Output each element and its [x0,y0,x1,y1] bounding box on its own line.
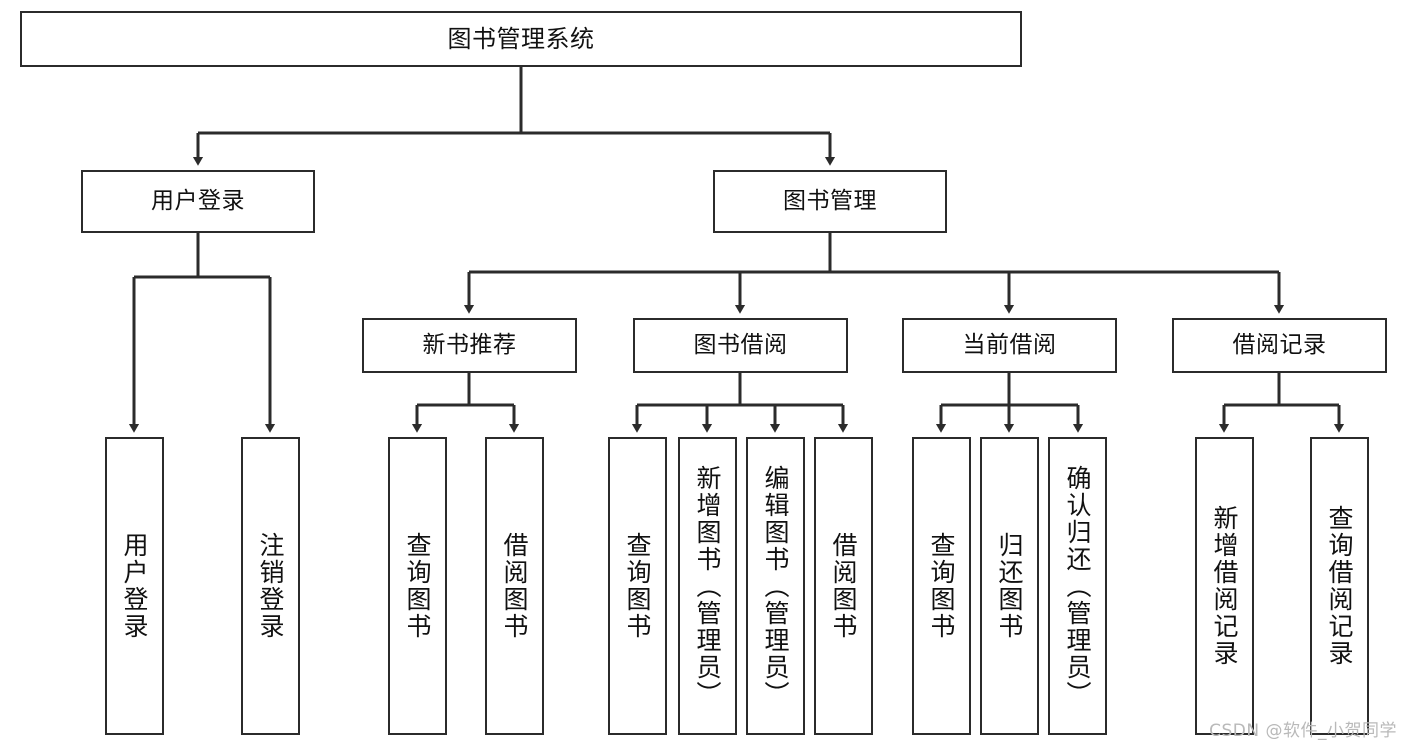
node-label: 图书管理 [783,187,877,214]
node-root-book-management-system[interactable]: 图书管理系统 [20,11,1022,67]
node-label: 借阅图书 [500,532,529,640]
node-current-borrow[interactable]: 当前借阅 [902,318,1117,373]
node-book-management[interactable]: 图书管理 [713,170,947,233]
node-label: 当前借阅 [962,331,1057,358]
leaf-borrow-book[interactable]: 借阅图书 [814,437,873,735]
leaf-query-book-recommend[interactable]: 查询图书 [388,437,447,735]
leaf-logout-login[interactable]: 注销登录 [241,437,300,735]
node-user-login[interactable]: 用户登录 [81,170,315,233]
node-label: 用户登录 [120,532,149,640]
node-book-borrow[interactable]: 图书借阅 [633,318,848,373]
leaf-return-book[interactable]: 归还图书 [980,437,1039,735]
node-label: 借阅记录 [1232,331,1327,358]
node-label: 编辑图书（管理员） [761,464,790,708]
node-label: 图书管理系统 [447,24,595,53]
node-borrow-record[interactable]: 借阅记录 [1172,318,1387,373]
node-label: 注销登录 [256,532,285,640]
node-label: 查询图书 [927,532,956,640]
node-label: 新增图书（管理员） [693,464,722,708]
node-label: 借阅图书 [829,532,858,640]
node-label: 查询借阅记录 [1325,505,1354,667]
leaf-borrow-book-recommend[interactable]: 借阅图书 [485,437,544,735]
leaf-confirm-return-admin[interactable]: 确认归还（管理员） [1048,437,1107,735]
leaf-add-book-admin[interactable]: 新增图书（管理员） [678,437,737,735]
node-label: 用户登录 [151,187,245,214]
node-label: 新增借阅记录 [1210,505,1239,667]
node-label: 新书推荐 [422,331,517,358]
leaf-query-borrow-record[interactable]: 查询借阅记录 [1310,437,1369,735]
watermark: CSDN @软件_小贺同学 [1209,721,1397,741]
node-label: 图书借阅 [693,331,788,358]
leaf-edit-book-admin[interactable]: 编辑图书（管理员） [746,437,805,735]
leaf-query-book-current[interactable]: 查询图书 [912,437,971,735]
leaf-user-login[interactable]: 用户登录 [105,437,164,735]
leaf-add-borrow-record[interactable]: 新增借阅记录 [1195,437,1254,735]
node-label: 查询图书 [623,532,652,640]
node-label: 归还图书 [995,532,1024,640]
node-new-book-recommend[interactable]: 新书推荐 [362,318,577,373]
node-label: 查询图书 [403,532,432,640]
node-label: 确认归还（管理员） [1063,464,1092,708]
leaf-query-book-borrow[interactable]: 查询图书 [608,437,667,735]
